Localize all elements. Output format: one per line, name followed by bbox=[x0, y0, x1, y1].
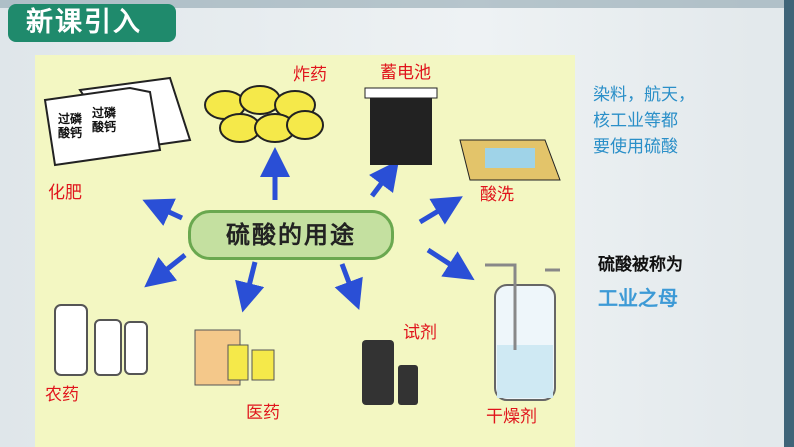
explosive-bundle bbox=[204, 85, 324, 143]
battery bbox=[364, 87, 438, 165]
fertilizer-bag-text-2: 过磷酸钙 bbox=[92, 106, 117, 134]
arrow-pesticide bbox=[144, 253, 187, 288]
arrow-pickling bbox=[418, 196, 463, 225]
conclusion-line-2: 工业之母 bbox=[598, 286, 678, 310]
fertilizer-bags bbox=[43, 76, 192, 167]
pesticide-bottles bbox=[54, 304, 148, 376]
center-label: 硫酸的用途 bbox=[188, 210, 394, 260]
reagent-bottles bbox=[362, 340, 418, 405]
fertilizer-bag-text: 过磷酸钙 bbox=[58, 112, 83, 140]
note-line-2: 核工业等都 bbox=[593, 111, 678, 131]
arrow-desiccant bbox=[426, 247, 475, 281]
label-desiccant: 干燥剂 bbox=[486, 407, 537, 427]
note-line-3: 要使用硫酸 bbox=[593, 137, 678, 157]
label-fertilizer: 化肥 bbox=[48, 183, 82, 203]
top-bar bbox=[0, 0, 794, 8]
conclusion-line-1: 硫酸被称为 bbox=[598, 255, 683, 275]
label-pickling: 酸洗 bbox=[480, 185, 514, 205]
label-reagent: 试剂 bbox=[403, 323, 437, 343]
medicine-box bbox=[194, 329, 275, 386]
right-strip bbox=[784, 0, 794, 447]
arrow-medicine bbox=[235, 261, 265, 313]
notes: 染料，航天， 核工业等都 要使用硫酸 bbox=[593, 82, 695, 160]
arrow-battery bbox=[369, 160, 399, 198]
arrows bbox=[142, 147, 475, 313]
pickling-tank bbox=[459, 139, 561, 181]
label-explosive: 炸药 bbox=[293, 65, 327, 85]
arrow-reagent bbox=[334, 263, 363, 311]
label-battery: 蓄电池 bbox=[380, 63, 431, 83]
note-line-1: 染料，航天， bbox=[593, 85, 695, 105]
label-pesticide: 农药 bbox=[45, 385, 79, 405]
gas-washing-bottle bbox=[485, 263, 560, 401]
section-title: 新课引入 bbox=[8, 4, 176, 42]
arrow-fertilizer bbox=[142, 198, 184, 226]
label-medicine: 医药 bbox=[246, 403, 280, 423]
